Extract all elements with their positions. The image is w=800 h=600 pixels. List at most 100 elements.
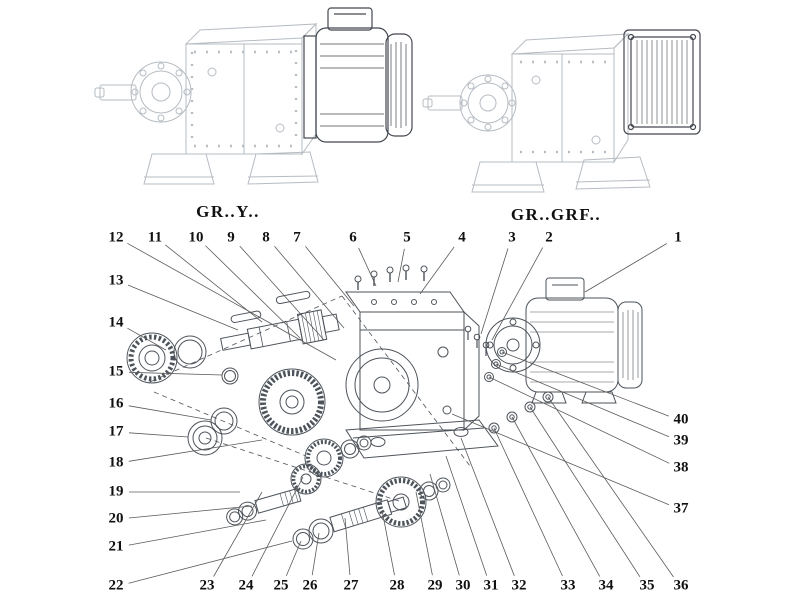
- callout-33: 33: [560, 577, 576, 594]
- leader-line-3: [480, 248, 509, 335]
- callout-19: 19: [108, 483, 124, 500]
- callout-27: 27: [343, 577, 359, 594]
- callout-6: 6: [349, 229, 357, 246]
- leader-line-20: [128, 505, 253, 519]
- callout-2: 2: [545, 229, 553, 246]
- callout-34: 34: [598, 577, 614, 594]
- callout-36: 36: [673, 577, 689, 594]
- leader-line-25: [285, 540, 302, 577]
- leader-line-39: [495, 363, 670, 438]
- housing-part: [345, 291, 499, 459]
- callout-10: 10: [188, 229, 204, 246]
- leader-line-4: [419, 246, 455, 295]
- leader-line-33: [493, 427, 563, 577]
- callout-13: 13: [108, 272, 124, 289]
- callout-11: 11: [147, 229, 163, 246]
- callout-26: 26: [302, 577, 318, 594]
- cover-bolt-parts: [354, 264, 428, 290]
- leader-line-12: [127, 242, 337, 361]
- leader-line-14: [127, 327, 167, 351]
- callout-5: 5: [403, 229, 411, 246]
- machine-gr-grf-drawing: [422, 32, 651, 193]
- callout-21: 21: [108, 538, 124, 555]
- callout-24: 24: [238, 577, 254, 594]
- callout-16: 16: [108, 395, 124, 412]
- leader-line-29: [415, 491, 433, 576]
- leader-line-5: [397, 248, 405, 283]
- leader-lines: [127, 242, 674, 584]
- callout-23: 23: [199, 577, 215, 594]
- leader-line-1: [584, 243, 668, 293]
- callout-28: 28: [389, 577, 405, 594]
- callout-14: 14: [108, 314, 124, 331]
- callout-9: 9: [227, 229, 235, 246]
- callout-40: 40: [673, 411, 689, 428]
- callout-17: 17: [108, 423, 124, 440]
- leader-line-30: [429, 473, 460, 576]
- large-gear-part: [258, 368, 326, 436]
- pinion-shaft-part: [226, 487, 302, 526]
- leader-line-27: [344, 517, 351, 576]
- callout-8: 8: [262, 229, 270, 246]
- callout-1: 1: [674, 229, 682, 246]
- callout-7: 7: [293, 229, 301, 246]
- variant-label-gr-grf: GR..GRF..: [510, 205, 602, 224]
- callout-20: 20: [108, 510, 124, 527]
- callout-25: 25: [273, 577, 289, 594]
- leader-line-10: [205, 245, 301, 339]
- leader-line-13: [127, 284, 239, 331]
- leader-line-37: [451, 413, 670, 506]
- output-shaft-parts: [292, 476, 451, 550]
- leader-line-6: [358, 247, 377, 287]
- machine-gr-y-drawing: [94, 22, 319, 185]
- exploded-view-drawing: [126, 264, 643, 550]
- callout-4: 4: [458, 229, 466, 246]
- leader-line-2: [491, 247, 544, 341]
- leader-line-35: [529, 406, 641, 578]
- leader-line-15: [128, 371, 223, 376]
- leader-line-24: [251, 476, 304, 577]
- leader-line-36: [547, 396, 674, 578]
- flange-cover-drawing: [623, 29, 701, 135]
- callout-32: 32: [511, 577, 527, 594]
- leader-line-40: [501, 351, 669, 417]
- callout-3: 3: [508, 229, 516, 246]
- leader-line-34: [511, 416, 601, 577]
- leader-line-18: [128, 439, 263, 462]
- motor-bolt-parts: [464, 325, 507, 382]
- lock-washer-part: [126, 332, 178, 384]
- leader-line-32: [460, 437, 515, 576]
- leader-line-9: [239, 245, 325, 341]
- circlip-part: [221, 367, 239, 385]
- callout-12: 12: [108, 229, 124, 246]
- leader-line-26: [311, 532, 320, 576]
- callout-39: 39: [673, 432, 689, 449]
- leader-line-17: [128, 432, 189, 438]
- callout-15: 15: [108, 363, 124, 380]
- callout-30: 30: [455, 577, 471, 594]
- callout-37: 37: [673, 500, 689, 517]
- input-shaft-part: [220, 290, 340, 351]
- leader-line-7: [305, 246, 355, 307]
- leader-line-31: [445, 455, 488, 576]
- motor-drawing: [303, 7, 413, 143]
- leader-line-16: [128, 405, 212, 421]
- leader-line-21: [128, 519, 267, 546]
- leader-line-8: [274, 246, 345, 329]
- callout-35: 35: [639, 577, 655, 594]
- variant-label-gr-y: GR..Y..: [196, 202, 260, 221]
- callout-29: 29: [427, 577, 443, 594]
- seal-ring-part: [173, 335, 207, 369]
- callout-31: 31: [483, 577, 499, 594]
- callout-22: 22: [108, 577, 124, 594]
- construction-lines: [149, 295, 471, 503]
- leader-line-28: [381, 509, 395, 576]
- callout-18: 18: [108, 454, 124, 471]
- bearing-parts: [187, 407, 238, 456]
- callout-38: 38: [673, 459, 689, 476]
- leader-line-23: [213, 491, 263, 577]
- mount-washer-parts: [488, 391, 554, 434]
- leader-line-22: [128, 540, 293, 584]
- leader-line-38: [488, 376, 670, 464]
